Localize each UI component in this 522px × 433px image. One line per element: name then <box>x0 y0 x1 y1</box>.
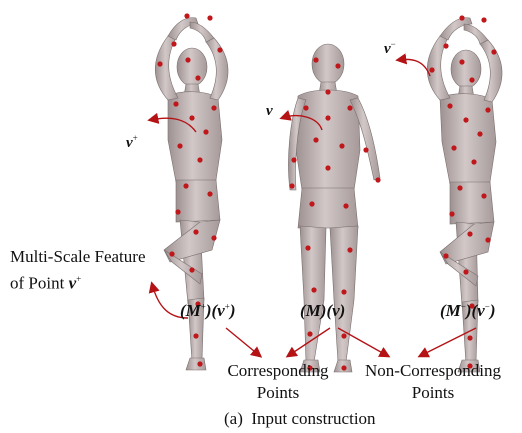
arrow-negative-point <box>398 59 430 76</box>
human-mesh-anchor <box>288 44 380 372</box>
corresponding-line2: Points <box>218 382 338 404</box>
feature-note-line2: of Point v+ <box>10 268 146 295</box>
arrow-positive-to-corresponding <box>226 328 260 356</box>
corresponding-line1: Corresponding <box>218 360 338 382</box>
vertex-label-anchor: v <box>266 104 273 119</box>
feature-note: Multi-Scale Feature of Point v+ <box>10 246 146 295</box>
non-corresponding-line2: Points <box>348 382 518 404</box>
non-corresponding-points-label: Non-Corresponding Points <box>348 360 518 404</box>
pair-label-negative: (M−)(v−) <box>440 302 495 319</box>
corresponding-points-label: Corresponding Points <box>218 360 338 404</box>
vertex-label-negative: v− <box>384 40 396 57</box>
non-corresponding-line1: Non-Corresponding <box>348 360 518 382</box>
pair-label-anchor: (M)(v) <box>300 302 345 319</box>
pair-label-positive: (M+)(v+) <box>180 302 235 319</box>
figure-caption: (a) Input construction <box>224 410 376 427</box>
feature-note-line1: Multi-Scale Feature <box>10 246 146 268</box>
vertex-label-positive: v+ <box>126 134 138 151</box>
